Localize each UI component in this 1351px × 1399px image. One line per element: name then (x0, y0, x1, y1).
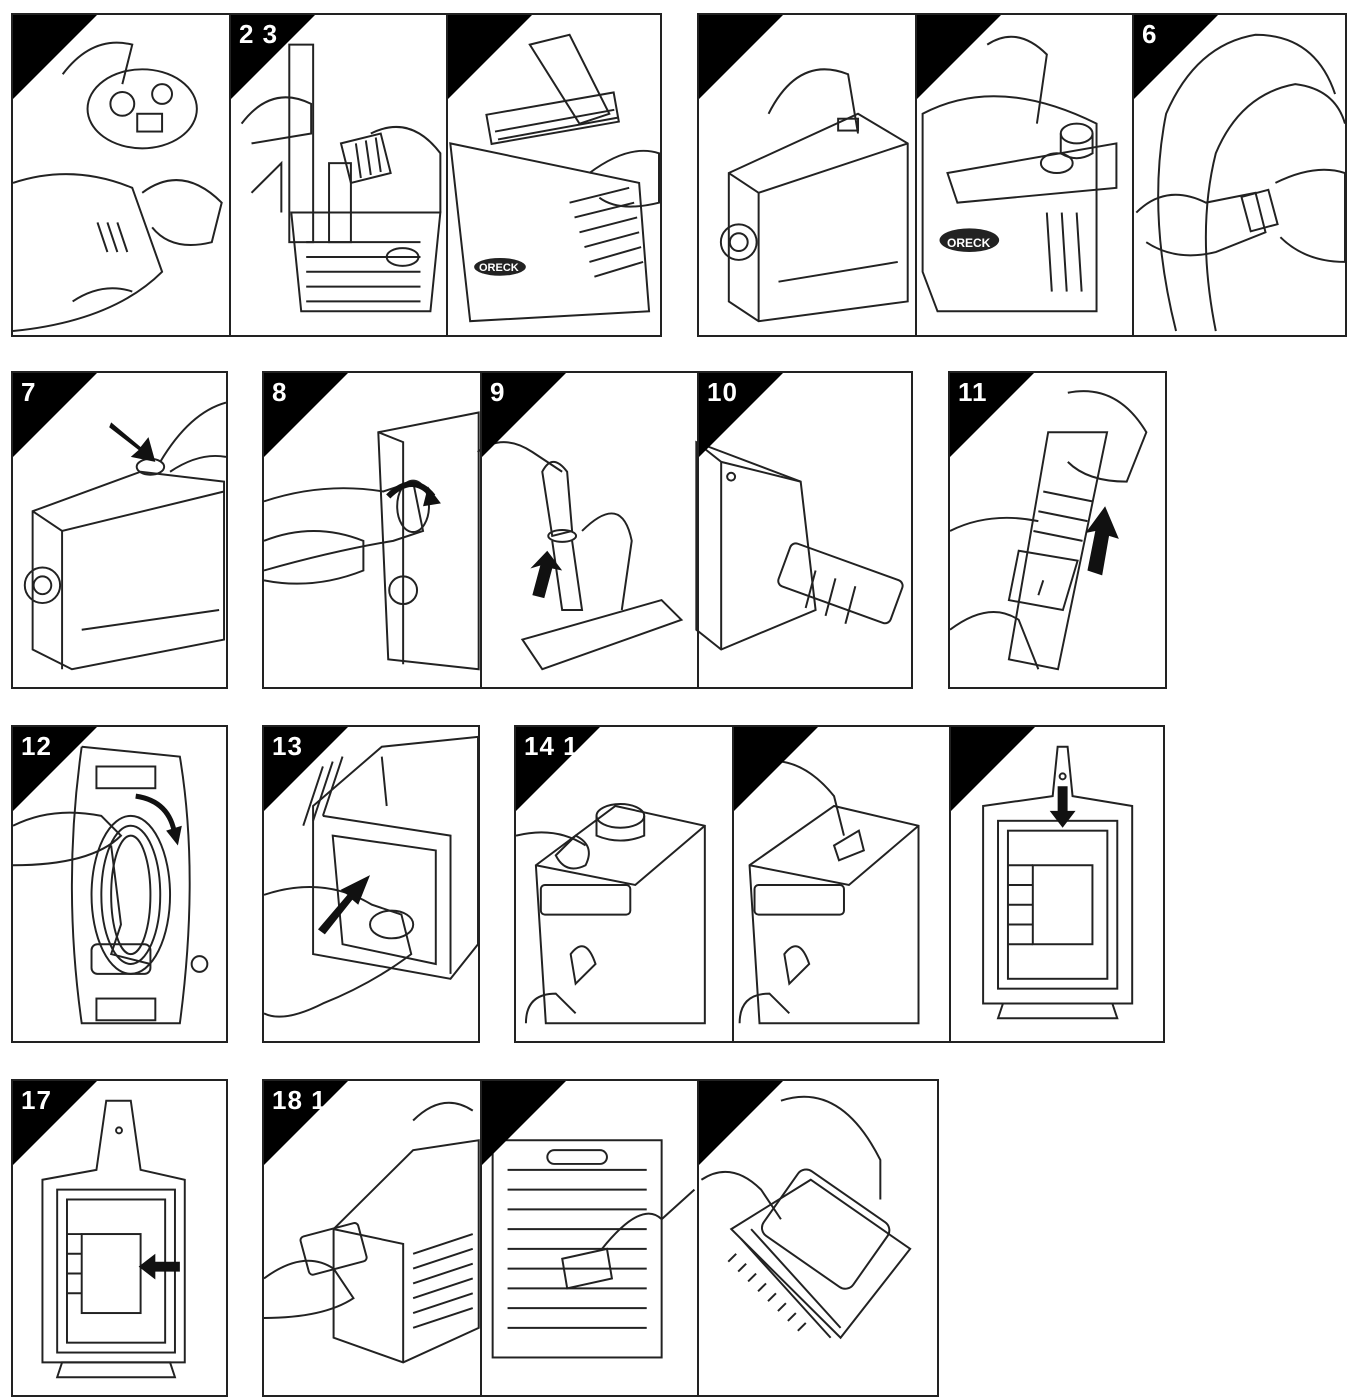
step-corner-tab (448, 15, 532, 99)
instruction-group-1-3: ORECK 2 3 (11, 13, 662, 337)
step-corner-tab (699, 1081, 783, 1165)
instruction-panel-12: 12 (11, 725, 228, 1043)
instruction-group-8-10: 8 9 10 (262, 371, 913, 689)
step-number-14: 14 1 (524, 731, 579, 761)
step-corner-tab (13, 15, 97, 99)
step-corner-tab (264, 373, 348, 457)
instruction-group-4-6: ORECK 6 (697, 13, 1347, 337)
instruction-group-14-16: 14 1 (514, 725, 1165, 1043)
step-corner-tab (13, 373, 97, 457)
step-corner-tab (482, 373, 566, 457)
illustration-cord-wrap (719, 33, 1345, 332)
panel-divider (1132, 15, 1134, 335)
step-corner-tab (699, 15, 783, 99)
step-corner-tab (516, 727, 600, 811)
panel-divider (697, 1081, 699, 1395)
illustration-close-bag-compartment (41, 1099, 186, 1379)
step-number-8: 8 (272, 377, 288, 407)
step-number-13: 13 (272, 731, 303, 761)
step-corner-tab (13, 727, 97, 811)
step-number-17: 17 (21, 1085, 52, 1115)
panel-divider (446, 15, 448, 335)
step-corner-tab (950, 373, 1034, 457)
oreck-logo: ORECK (479, 262, 519, 274)
step-corner-tab (951, 727, 1035, 811)
step-number-2-3: 2 3 (239, 19, 279, 49)
step-number-12: 12 (21, 731, 52, 761)
instruction-panel-7: 7 (11, 371, 228, 689)
panel-divider (949, 727, 951, 1041)
oreck-logo: ORECK (947, 236, 991, 250)
step-corner-tab (699, 373, 783, 457)
step-number-7: 7 (21, 377, 37, 407)
illustration-replace-bag (516, 745, 1134, 1025)
panel-divider (480, 1081, 482, 1395)
panel-divider (915, 15, 917, 335)
instruction-panel-11: 11 (948, 371, 1167, 689)
step-corner-tab (734, 727, 818, 811)
illustration-attach-tool-caddy (13, 33, 660, 333)
step-corner-tab (264, 1081, 348, 1165)
step-number-9: 9 (490, 377, 506, 407)
step-corner-tab (13, 1081, 97, 1165)
instruction-panel-13: 13 (262, 725, 480, 1043)
step-number-11: 11 (958, 377, 988, 407)
illustration-press-power-button (23, 401, 226, 671)
illustration-cord-rewind (13, 745, 209, 1025)
step-corner-tab (231, 15, 315, 99)
panel-divider (697, 373, 699, 687)
step-number-6: 6 (1142, 19, 1158, 49)
step-number-18: 18 1 (272, 1085, 327, 1115)
panel-divider (480, 373, 482, 687)
step-corner-tab (482, 1081, 566, 1165)
illustration-extension-wand (950, 390, 1148, 671)
panel-divider (732, 727, 734, 1041)
step-corner-tab (264, 727, 348, 811)
step-corner-tab (1134, 15, 1218, 99)
instruction-group-18-20: 18 1 (262, 1079, 939, 1397)
illustration-attach-hose-tool (264, 411, 904, 671)
instruction-panel-17: 17 (11, 1079, 228, 1397)
step-number-10: 10 (707, 377, 738, 407)
panel-divider (229, 15, 231, 335)
step-corner-tab (917, 15, 1001, 99)
illustration-replace-filter (264, 1095, 912, 1364)
illustration-open-bag-door (264, 735, 478, 1018)
